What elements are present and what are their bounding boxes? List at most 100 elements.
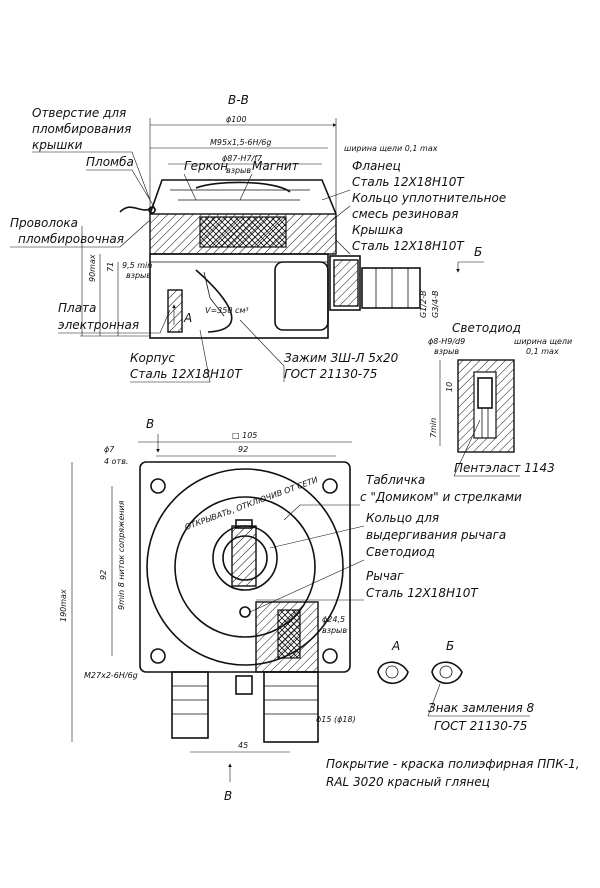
magnet-block <box>199 216 287 248</box>
svg-text:ширина щели: ширина щели <box>514 337 572 346</box>
svg-text:Знак замления 8: Знак замления 8 <box>428 701 534 715</box>
svg-text:взрыв: взрыв <box>126 271 151 280</box>
plate-clip <box>167 289 183 333</box>
svg-text:Кольцо уплотнительное: Кольцо уплотнительное <box>352 191 506 205</box>
svg-text:крышки: крышки <box>32 138 83 152</box>
svg-text:9min 8 ниток сопряжения: 9min 8 ниток сопряжения <box>117 500 126 610</box>
outer-ring <box>146 468 344 666</box>
svg-text:Рычаг: Рычаг <box>366 569 404 583</box>
svg-text:пломбировочная: пломбировочная <box>18 232 124 246</box>
gland-end <box>361 267 421 309</box>
svg-text:Кольцо для: Кольцо для <box>366 511 439 525</box>
mount-hole <box>322 648 338 664</box>
svg-text:10: 10 <box>445 382 454 392</box>
lever <box>231 525 257 587</box>
wire <box>195 269 233 333</box>
ground-icon <box>385 665 399 679</box>
svg-text:Светодиод: Светодиод <box>452 321 521 335</box>
svg-text:190max: 190max <box>59 589 68 622</box>
svg-text:4 отв.: 4 отв. <box>104 457 128 466</box>
led-body <box>477 377 493 409</box>
mount-hole <box>150 478 166 494</box>
svg-text:Фланец: Фланец <box>352 159 401 173</box>
mount-hole <box>150 648 166 664</box>
svg-text:Отверстие для: Отверстие для <box>32 106 126 120</box>
svg-text:электронная: электронная <box>58 318 139 332</box>
svg-text:7min: 7min <box>429 418 438 438</box>
svg-text:G1/2-В: G1/2-В <box>419 291 428 318</box>
svg-text:В: В <box>224 789 232 803</box>
svg-text:А: А <box>391 639 400 653</box>
svg-text:Пломба: Пломба <box>86 155 134 169</box>
seal-wire <box>119 206 153 213</box>
svg-text:G3/4-В: G3/4-В <box>431 291 440 318</box>
flange-top <box>149 179 337 215</box>
svg-text:92: 92 <box>99 570 108 580</box>
svg-text:0,1 max: 0,1 max <box>526 347 559 356</box>
svg-text:Табличка: Табличка <box>366 473 425 487</box>
svg-text:Б: Б <box>446 639 454 653</box>
gland-lower <box>263 671 319 743</box>
ground-sign-b <box>431 661 463 685</box>
magnet-arc <box>195 181 291 193</box>
seal-icon <box>148 206 156 214</box>
svg-text:Сталь 12Х18Н10Т: Сталь 12Х18Н10Т <box>130 367 243 381</box>
svg-text:ширина щели 0,1 max: ширина щели 0,1 max <box>344 144 438 153</box>
led-detail: Светодиод ϕ8-Н9/d9 взрыв ширина щели 0,1… <box>428 321 572 477</box>
svg-text:ϕ100: ϕ100 <box>226 115 247 124</box>
svg-text:взрыв: взрыв <box>226 166 251 175</box>
svg-text:ГОСТ 21130-75: ГОСТ 21130-75 <box>434 719 527 733</box>
svg-text:Крышка: Крышка <box>352 223 403 237</box>
svg-text:Пентэласт 1143: Пентэласт 1143 <box>454 461 555 475</box>
svg-text:Магнит: Магнит <box>252 159 300 173</box>
gland-nut <box>329 255 361 311</box>
mount-hole <box>322 478 338 494</box>
svg-text:90max: 90max <box>88 254 97 282</box>
svg-text:9,5 min: 9,5 min <box>122 261 152 270</box>
svg-text:с "Домиком" и стрелками: с "Домиком" и стрелками <box>360 490 522 504</box>
svg-text:взрыв: взрыв <box>434 347 459 356</box>
led-point <box>239 606 251 618</box>
plan-view: В В □ 105 92 ОТКРЫВАТЬ, ОТКЛЮЧИВ ОТ СЕТИ <box>59 417 580 803</box>
svg-text:RAL 3020 красный глянец: RAL 3020 красный глянец <box>326 775 490 789</box>
svg-text:ϕ7: ϕ7 <box>104 445 115 454</box>
svg-text:ϕ24,5: ϕ24,5 <box>322 615 345 624</box>
gland-thread <box>333 259 359 307</box>
svg-text:А: А <box>183 311 192 325</box>
cable-gland-body <box>274 261 329 331</box>
svg-text:□ 105: □ 105 <box>232 431 257 440</box>
svg-text:V=350 см³: V=350 см³ <box>205 306 249 315</box>
svg-text:смесь резиновая: смесь резиновая <box>352 207 459 221</box>
svg-text:ГОСТ 21130-75: ГОСТ 21130-75 <box>284 367 377 381</box>
svg-text:ϕ8-Н9/d9: ϕ8-Н9/d9 <box>428 337 465 346</box>
svg-text:Корпус: Корпус <box>130 351 175 365</box>
svg-text:Сталь 12Х18Н10Т: Сталь 12Х18Н10Т <box>366 586 479 600</box>
base-flange <box>139 461 351 673</box>
svg-text:Плата: Плата <box>58 301 96 315</box>
svg-text:92: 92 <box>238 445 248 454</box>
svg-text:Светодиод: Светодиод <box>366 545 435 559</box>
svg-text:взрыв: взрыв <box>322 626 347 635</box>
svg-text:Геркон: Геркон <box>184 159 228 173</box>
svg-text:Покрытие - краска полиэфирная: Покрытие - краска полиэфирная ППК-1, <box>326 757 580 771</box>
svg-text:ϕ15 (ϕ18): ϕ15 (ϕ18) <box>316 715 356 724</box>
ground-icon <box>439 665 453 679</box>
left-gland <box>171 671 209 739</box>
ground-sign-a <box>377 661 409 685</box>
svg-text:Б: Б <box>474 245 482 259</box>
svg-text:Зажим ЗШ-Л 5х20: Зажим ЗШ-Л 5х20 <box>284 351 399 365</box>
svg-text:М27х2-6Н/6g: М27х2-6Н/6g <box>84 671 138 680</box>
svg-text:71: 71 <box>106 262 115 272</box>
svg-text:Сталь 12Х18Н10Т: Сталь 12Х18Н10Т <box>352 239 465 253</box>
section-view: В-В ϕ100 М95х1,5-6Н/6g ϕ87-Н7/f7 <box>10 93 506 383</box>
svg-text:Сталь 12Х18Н10Т: Сталь 12Х18Н10Т <box>352 175 465 189</box>
svg-text:В: В <box>146 417 154 431</box>
inner-ring <box>174 496 316 638</box>
svg-text:М95х1,5-6Н/6g: М95х1,5-6Н/6g <box>210 138 271 147</box>
svg-text:ϕ87-Н7/f7: ϕ87-Н7/f7 <box>222 154 263 163</box>
svg-text:45: 45 <box>238 741 248 750</box>
ground-screw <box>235 675 253 695</box>
svg-text:Проволока: Проволока <box>10 216 78 230</box>
svg-text:пломбирования: пломбирования <box>32 122 131 136</box>
